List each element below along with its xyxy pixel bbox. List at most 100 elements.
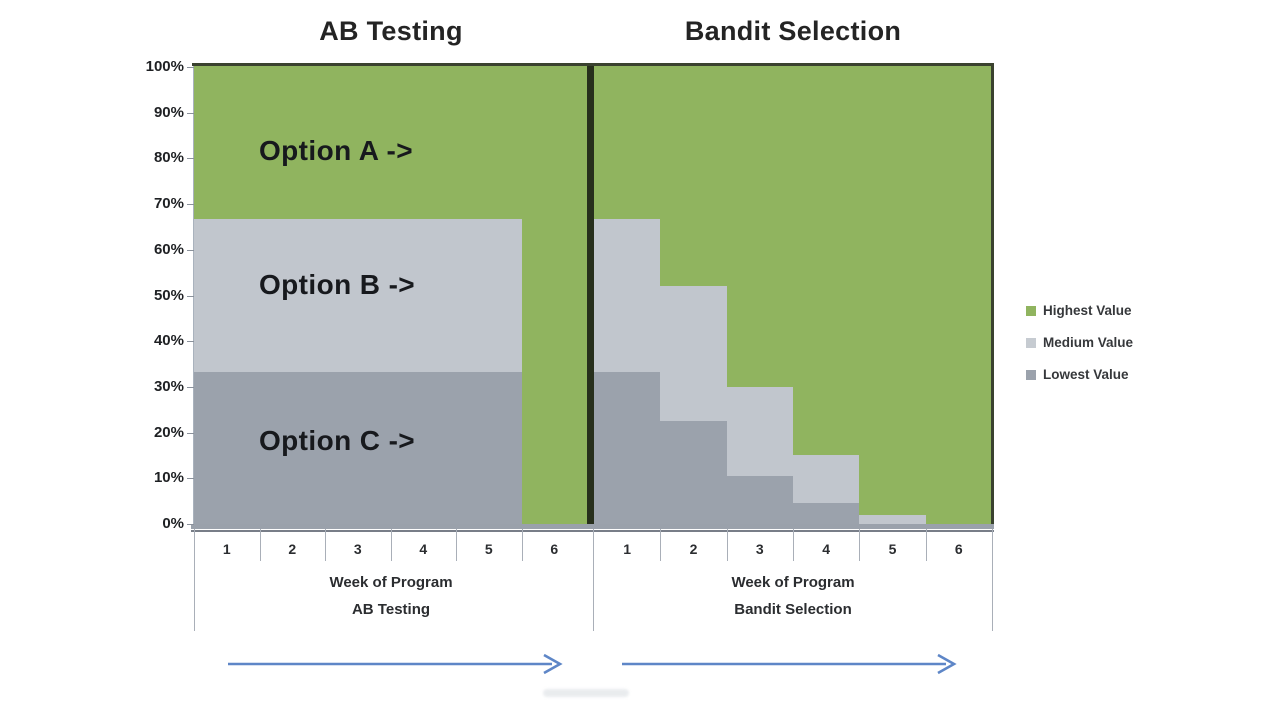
medium-value-area (859, 514, 927, 524)
y-tick-mark (187, 387, 194, 388)
x-tick-label: 5 (888, 541, 897, 557)
y-tick-label: 80% (153, 149, 184, 167)
x-axis-subtitle-right: Bandit Selection (734, 601, 852, 618)
stacked-column (925, 66, 992, 524)
legend-swatch-icon (1026, 305, 1036, 316)
stacked-column (793, 66, 861, 524)
legend-label: Medium Value (1043, 335, 1134, 350)
y-tick-mark (187, 158, 194, 159)
x-tick-label: 6 (550, 541, 559, 557)
medium-value-area (390, 218, 457, 372)
y-tick-mark (187, 113, 194, 114)
y-tick-mark (187, 524, 194, 525)
y-tick-label: 50% (153, 286, 184, 304)
stacked-column (194, 66, 261, 524)
y-tick-label: 70% (153, 195, 184, 213)
legend-item: Lowest Value (1026, 364, 1133, 385)
x-tick-label: 4 (419, 541, 428, 557)
category-separator (793, 529, 794, 561)
region-label-option-b: Option B -> (259, 269, 416, 300)
time-arrow-left-icon (228, 653, 563, 675)
category-separator (260, 529, 261, 561)
category-separator (456, 529, 457, 561)
x-axis-title-right: Week of Program (731, 574, 855, 591)
x-axis-line (191, 530, 994, 532)
legend-label: Highest Value (1043, 303, 1132, 318)
x-tick-label: 2 (689, 541, 698, 557)
category-separator (926, 529, 927, 561)
y-tick-mark (187, 433, 194, 434)
stacked-column (726, 66, 794, 524)
medium-value-area (726, 386, 794, 476)
stacked-column (594, 66, 662, 524)
medium-value-area (324, 218, 392, 372)
x-tick-label: 5 (484, 541, 493, 557)
region-label-option-a: Option A -> (259, 135, 413, 166)
medium-value-area (194, 218, 261, 372)
lowest-value-area (324, 371, 392, 524)
legend-label: Lowest Value (1043, 367, 1129, 382)
panel-separator (593, 529, 594, 631)
y-tick-label: 0% (162, 515, 184, 532)
x-tick-label: 4 (822, 541, 831, 557)
medium-value-area (594, 218, 662, 372)
stacked-column (324, 66, 392, 524)
ab-testing-plot-area (194, 66, 587, 524)
category-separator (391, 529, 392, 561)
y-tick-mark (187, 296, 194, 297)
y-tick-mark (187, 478, 194, 479)
stacked-column (521, 66, 587, 524)
lowest-value-area (390, 371, 457, 524)
legend-item: Medium Value (1026, 332, 1133, 353)
y-tick-mark (187, 341, 194, 342)
stacked-column (859, 66, 927, 524)
lowest-value-area (793, 503, 861, 524)
x-tick-label: 1 (623, 541, 632, 557)
lowest-value-area (194, 371, 261, 524)
lowest-value-area (594, 371, 662, 524)
y-tick-mark (187, 67, 194, 68)
lowest-value-area (455, 371, 523, 524)
plot-bottom-border (191, 524, 994, 529)
stacked-column (455, 66, 523, 524)
category-separator (859, 529, 860, 561)
y-tick-mark (187, 204, 194, 205)
region-label-option-c: Option C -> (259, 425, 416, 456)
x-tick-label: 6 (954, 541, 963, 557)
y-tick-label: 20% (153, 423, 184, 441)
category-separator (325, 529, 326, 561)
panel-title-bandit-selection: Bandit Selection (684, 16, 902, 46)
y-tick-label: 60% (153, 240, 184, 258)
panel-divider-line (587, 64, 594, 524)
plot-right-border (991, 63, 994, 524)
category-separator (727, 529, 728, 561)
legend-item: Highest Value (1026, 300, 1133, 321)
stacked-column (390, 66, 457, 524)
stacked-column (660, 66, 728, 524)
x-axis-title-left: Week of Program (329, 574, 453, 591)
plot-top-border (192, 63, 994, 66)
x-tick-label: 1 (222, 541, 231, 557)
y-tick-label: 30% (153, 377, 184, 395)
category-separator (660, 529, 661, 561)
category-separator (522, 529, 523, 561)
time-arrow-right-icon (622, 653, 957, 675)
y-tick-label: 100% (145, 58, 184, 75)
lowest-value-area (726, 475, 794, 524)
lowest-value-area (660, 420, 728, 524)
x-tick-label: 3 (755, 541, 764, 557)
x-tick-label: 3 (353, 541, 362, 557)
y-tick-label: 10% (153, 469, 184, 487)
stacked-column (259, 66, 326, 524)
medium-value-area (660, 285, 728, 421)
x-tick-label: 2 (288, 541, 297, 557)
medium-value-area (455, 218, 523, 372)
y-tick-label: 90% (153, 103, 184, 121)
bandit-selection-plot-area (594, 66, 992, 524)
y-axis-line (193, 66, 194, 524)
panel-title-ab-testing: AB Testing (319, 16, 463, 46)
legend-swatch-icon (1026, 369, 1036, 380)
medium-value-area (793, 455, 861, 504)
